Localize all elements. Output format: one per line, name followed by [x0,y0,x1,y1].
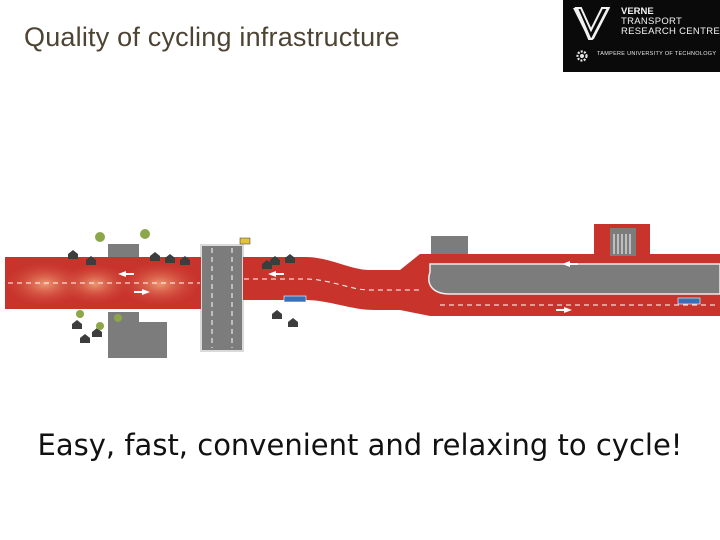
logo-university: TAMPERE UNIVERSITY OF TECHNOLOGY [597,51,717,57]
slide-title: Quality of cycling infrastructure [24,22,400,52]
direction-arrows [118,261,578,313]
street-sign [283,295,307,303]
cycling-route-illustration [5,224,720,358]
houses [68,250,298,343]
slide-caption: Easy, fast, convenient and relaxing to c… [37,428,683,462]
parallel-road [428,263,720,295]
logo-wordmark: VERNE TRANSPORT RESEARCH CENTRE [621,7,720,37]
trees [76,229,150,330]
main-road-crossing [200,244,244,352]
logo-line-3: RESEARCH CENTRE [621,26,720,37]
verne-v-icon [573,7,611,40]
side-street-south [108,312,167,358]
logo-line-2: TRANSPORT [621,16,683,27]
logo-line-1: VERNE [621,6,654,17]
street-sign [677,297,701,305]
verne-logo: VERNE TRANSPORT RESEARCH CENTRE TAMPERE … [563,0,720,72]
gear-icon [576,50,588,62]
